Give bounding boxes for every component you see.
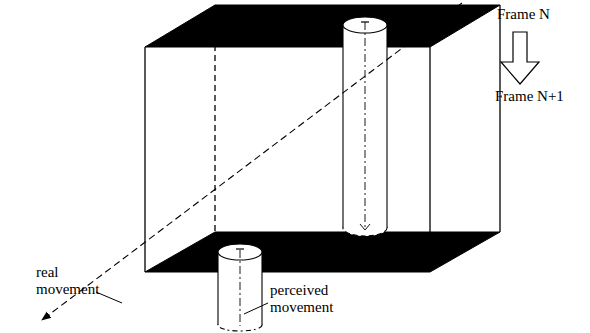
text-label: perceived movement — [270, 282, 350, 316]
upper-cylinder — [343, 17, 387, 236]
top-face — [145, 5, 500, 47]
bottom-face — [145, 232, 500, 272]
leader-line — [244, 303, 268, 314]
real-movement-line — [42, 3, 462, 320]
box-edge — [499, 5, 500, 232]
text-label: Frame N+1 — [495, 88, 587, 105]
frame-order-arrow — [501, 32, 539, 84]
leader-line — [96, 292, 122, 303]
text-label: Frame N — [497, 6, 587, 23]
text-label: real movement — [36, 264, 100, 298]
box-edge — [144, 47, 145, 272]
lower-cylinder — [218, 244, 262, 331]
